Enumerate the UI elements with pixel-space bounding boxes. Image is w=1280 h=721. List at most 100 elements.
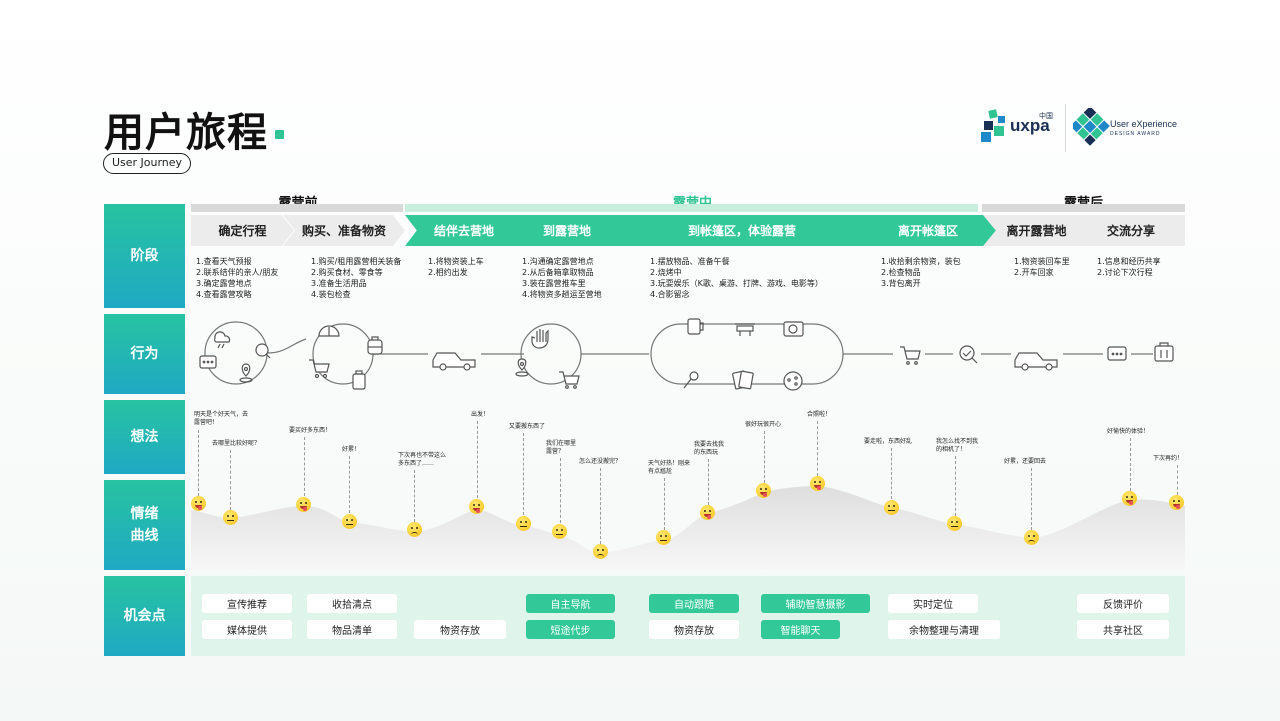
step-1: 确定行程 — [191, 215, 294, 246]
opportunity-item-list: 物品清单 — [307, 620, 397, 639]
title-accent-dot — [275, 130, 284, 139]
emotion-16-sad-icon — [1024, 530, 1039, 545]
thought-11: 我要去找我 的东西玩 — [694, 441, 725, 456]
opportunity-auto-navigation: 自主导航 — [526, 594, 615, 613]
thought-12: 很好玩很开心 — [745, 421, 782, 428]
thought-8: 我们在哪里 露营？ — [546, 440, 577, 455]
chat-icon — [1107, 346, 1127, 361]
step-7: 离开露营地 — [983, 215, 1090, 246]
cart-icon — [559, 371, 580, 389]
cloud-rain-icon — [214, 331, 231, 349]
thought-10-line — [664, 478, 665, 530]
thought-4-line — [349, 456, 350, 513]
thought-16: 好累，还要回去 — [1004, 458, 1047, 465]
thought-7: 又要搬东西了 — [509, 423, 546, 430]
page-title: 用户旅程 — [104, 110, 268, 156]
thought-9: 怎么还没搬完？ — [579, 458, 622, 465]
hand-icon — [531, 329, 549, 349]
car-icon — [1014, 352, 1058, 371]
opportunity-area — [191, 576, 1185, 656]
grill-icon — [735, 323, 755, 336]
opportunity-short-transport: 短途代步 — [526, 620, 615, 639]
suitcase-icon — [1154, 342, 1174, 362]
location-icon — [515, 358, 529, 377]
step-1-description: 1.查看天气预报 2.联系结伴的亲人/朋友 3.确定露营地点 4.查看露营攻略 — [196, 257, 279, 299]
thought-3: 要买好多东西！ — [289, 427, 332, 434]
microphone-icon — [683, 371, 699, 389]
step-8-description: 1.信息和经历共享 2.讨论下次行程 — [1097, 257, 1161, 277]
thought-9-line — [600, 468, 601, 544]
emotion-11-happy-icon — [700, 505, 715, 520]
thought-12-line — [764, 431, 765, 483]
car-icon — [432, 352, 476, 371]
emotion-15-neutral-icon — [947, 516, 962, 531]
step-2: 购买、准备物资 — [283, 215, 405, 246]
step-3-description: 1.将物资装上车 2.相约出发 — [428, 257, 484, 277]
emotion-18-happy-icon — [1169, 495, 1184, 510]
check-search-icon — [959, 345, 978, 364]
backpack-icon — [367, 336, 383, 355]
thought-5-line — [414, 470, 415, 522]
thought-6-line — [477, 421, 478, 498]
thought-10: 天气好热！刚来 有点尴尬 — [648, 460, 691, 475]
row-label-behavior: 行为 — [104, 314, 185, 394]
emotion-6-happy-icon — [469, 499, 484, 514]
emotion-2-neutral-icon — [223, 510, 238, 525]
opportunity-leftover-cleanup: 余物整理与清理 — [888, 620, 1000, 639]
camera-icon — [783, 321, 804, 337]
ux-award-logo-icon — [1073, 108, 1110, 146]
opportunity-smart-chat: 智能聊天 — [761, 620, 840, 639]
opportunity-storage-1: 物资存放 — [414, 620, 506, 639]
thought-15-line — [955, 456, 956, 516]
bottle-icon — [352, 370, 366, 390]
thought-5: 下次再也不带这么 多东西了…… — [398, 452, 447, 467]
thought-17: 好愉快的体验！ — [1107, 428, 1150, 435]
step-4-description: 1.沟通确定露营地点 2.从后备箱拿取物品 3.装在露营推车里 4.将物资多趟运… — [522, 257, 602, 299]
thought-14-line — [891, 448, 892, 499]
step-6-description: 1.收拾剩余物资，装包 2.检查物品 3.背包离开 — [881, 257, 961, 288]
row-label-thought: 想法 — [104, 400, 185, 474]
row-label-emotion: 情绪 曲线 — [104, 480, 185, 570]
step-5: 到帐篷区，体验露营 — [611, 215, 873, 246]
gamepad-icon — [783, 371, 803, 391]
thought-1-line — [198, 430, 199, 496]
opportunity-packing-check: 收拾清点 — [307, 594, 397, 613]
uxpa-logo-text: uxpa — [1010, 116, 1050, 135]
step-7-description: 1.物资装回车里 2.开车回家 — [1014, 257, 1070, 277]
emotion-5-sad-icon — [407, 522, 422, 537]
emotion-1-happy-icon — [191, 496, 206, 511]
thought-1: 明天是个好天气，去 露营吧！ — [194, 411, 249, 426]
ux-award-logo-line1: User eXperience — [1110, 119, 1178, 129]
tent-icon — [318, 325, 340, 337]
emotion-17-happy-icon — [1122, 491, 1137, 506]
emotion-7-neutral-icon — [516, 516, 531, 531]
thought-4: 好累！ — [342, 446, 361, 453]
opportunity-auto-follow: 自动跟随 — [649, 594, 739, 613]
phase-before-bar — [191, 204, 403, 212]
thought-2-line — [230, 450, 231, 510]
step-4: 到露营地 — [508, 215, 626, 246]
cart-icon — [900, 346, 921, 365]
thought-8-line — [560, 458, 561, 523]
opportunity-promotion: 宣传推荐 — [202, 594, 292, 613]
opportunity-realtime-location: 实时定位 — [888, 594, 978, 613]
opportunity-storage-2: 物资存放 — [649, 620, 739, 639]
emotion-12-happy-icon — [756, 483, 771, 498]
thought-17-line — [1130, 438, 1131, 491]
row-label-emotion-line1: 情绪 — [130, 506, 159, 522]
step-3: 结伴去营地 — [405, 215, 523, 246]
thought-18: 下次再约！ — [1153, 455, 1184, 462]
thought-7-line — [523, 433, 524, 515]
step-6: 离开帐篷区 — [858, 215, 998, 246]
uxpa-logo-cn: 中国 — [1039, 112, 1053, 120]
emotion-13-happy-icon — [810, 476, 825, 491]
search-icon — [255, 343, 271, 359]
emotion-curve — [191, 486, 1185, 570]
emotion-4-neutral-icon — [342, 514, 357, 529]
thought-18-line — [1177, 465, 1178, 495]
page-subtitle: User Journey — [103, 153, 191, 174]
row-label-opportunity: 机会点 — [104, 576, 185, 656]
step-8: 交流分享 — [1077, 215, 1185, 246]
phase-during-bar — [405, 204, 978, 212]
opportunity-community: 共享社区 — [1077, 620, 1169, 639]
